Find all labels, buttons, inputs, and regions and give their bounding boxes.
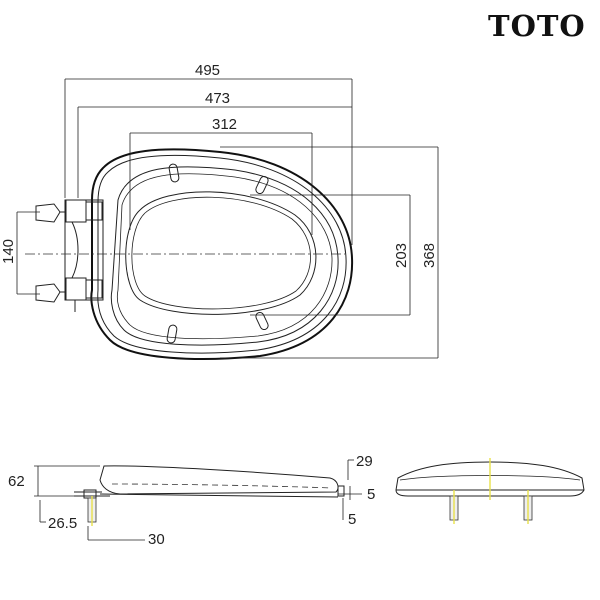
hinge-bar xyxy=(64,199,104,301)
dim-label-62: 62 xyxy=(8,473,25,490)
seat-opening xyxy=(125,191,317,315)
dim-label-5-bottom: 5 xyxy=(348,511,356,528)
dim-label-29: 29 xyxy=(356,453,373,470)
dim-label-473: 473 xyxy=(205,90,230,107)
hinge-post-top xyxy=(85,201,103,221)
hinge-block-top xyxy=(65,199,87,223)
hinge-post-bottom xyxy=(85,279,103,299)
seat-opening-inner xyxy=(131,196,311,310)
dim-label-26-5: 26.5 xyxy=(48,515,77,532)
side-hinge-block xyxy=(83,489,97,499)
dim-label-30: 30 xyxy=(148,531,165,548)
bumper-top-left xyxy=(168,163,180,183)
dim-label-368: 368 xyxy=(421,243,438,268)
front-view xyxy=(395,458,585,524)
side-view: 62 29 5 5 26.5 30 xyxy=(8,453,375,548)
bumper-bottom-left xyxy=(166,324,178,344)
side-lid-outline xyxy=(99,465,339,495)
dim-label-312: 312 xyxy=(212,116,237,133)
dim-label-495: 495 xyxy=(195,62,220,79)
hinge-nut-top xyxy=(35,203,61,223)
dim-label-5-right: 5 xyxy=(367,486,375,503)
hinge-curve xyxy=(71,221,79,279)
seat-inner-ring xyxy=(110,166,339,346)
brand-logo: TOTO xyxy=(488,9,586,43)
dim-label-140: 140 xyxy=(0,239,17,264)
bumper-bottom-right xyxy=(255,311,269,331)
front-lid-outline xyxy=(395,461,585,497)
hinge-block-bottom xyxy=(65,277,87,301)
bumper-top-right xyxy=(255,175,269,195)
seat-outer-rim xyxy=(97,154,347,354)
side-lid-hidden-line xyxy=(111,483,333,489)
top-view: 495 473 312 140 203 368 xyxy=(0,62,439,360)
dim-label-203: 203 xyxy=(393,243,410,268)
hinge-nut-bottom xyxy=(35,283,61,303)
side-seat-bottom xyxy=(99,493,339,498)
seat-inner-ring-2 xyxy=(116,173,333,340)
side-bumper xyxy=(337,485,345,497)
